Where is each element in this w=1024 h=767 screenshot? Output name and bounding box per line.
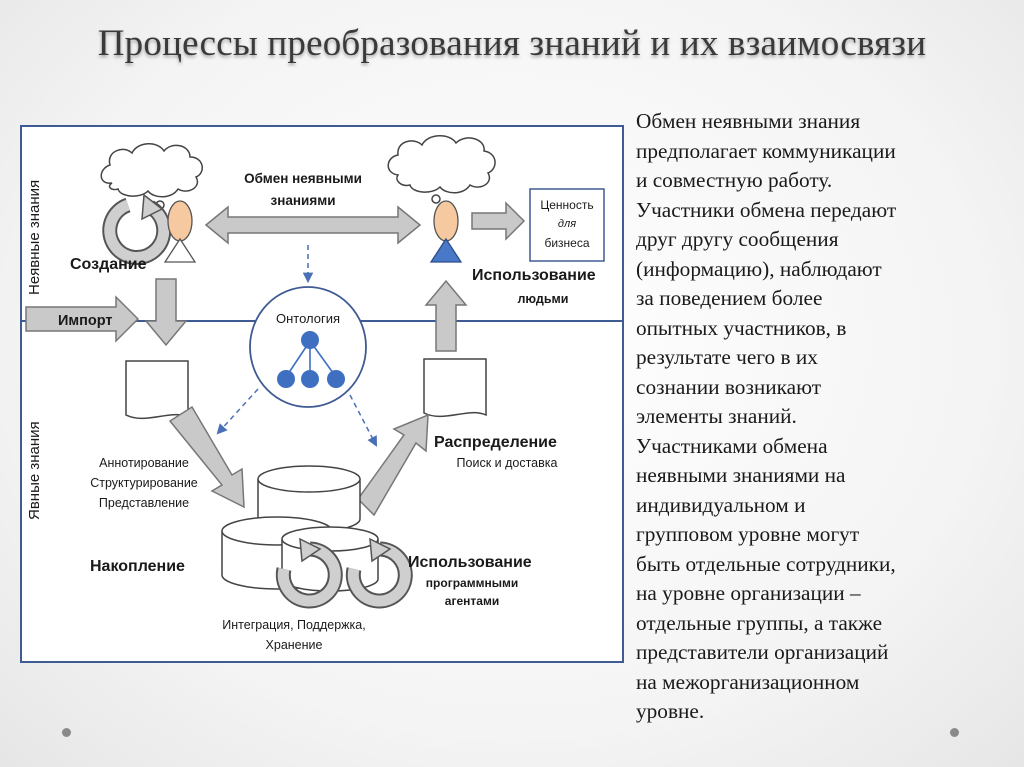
diagram-canvas: Неявные знания Явные знания (20, 125, 624, 663)
description-line: и совместную работу. (636, 168, 833, 192)
description-line: индивидуальном и (636, 492, 806, 517)
document-icon-right (423, 358, 487, 418)
description-line: сознании возникают (636, 374, 822, 399)
description-line: Обмен неявными знания (636, 109, 861, 133)
value-label-line2: для (558, 218, 576, 230)
usage-people-label-line1: Использование (472, 267, 596, 284)
slide-dot-right (950, 728, 959, 737)
description-line: предполагает коммуникации (636, 138, 896, 163)
arrow-distribution-diagonal (357, 413, 429, 517)
knowledge-process-diagram: Неявные знания Явные знания (20, 125, 624, 665)
slide-title: Процессы преобразования знаний и их взаи… (97, 23, 927, 64)
annotation-label-line3: Представление (99, 496, 189, 510)
description-line: отдельные группы, а также (636, 610, 883, 635)
description-line: быть отдельные сотрудники, (636, 551, 896, 576)
business-value-box (529, 188, 605, 262)
import-arrow (25, 295, 140, 343)
exchange-label-line1: Обмен неявными (244, 171, 362, 186)
usage-people-label-line2: людьми (517, 292, 568, 306)
description-line: результате чего в их (636, 345, 818, 369)
agent-cycle-icon-left (275, 537, 343, 609)
integration-label-line2: Хранение (266, 638, 323, 652)
arrow-to-value (471, 201, 526, 241)
description-line: Участниками обмена (636, 433, 828, 458)
arrow-creation-down (144, 278, 188, 347)
usage-agents-label-line3: агентами (445, 594, 499, 608)
usage-agents-label-line2: программными (426, 576, 518, 590)
description-line: (информацию), наблюдают (636, 256, 882, 281)
distribution-label: Распределение (434, 434, 557, 451)
description-line: на уровне организации – (636, 581, 861, 605)
description-line: друг другу сообщения (636, 227, 839, 251)
creation-cycle-icon (102, 193, 172, 265)
creation-label: Создание (70, 256, 147, 273)
document-icon-left (125, 360, 189, 420)
ontology-tree-icon (277, 331, 345, 388)
zone-label-tacit: Неявные знания (26, 180, 43, 295)
slide-dot-left (62, 728, 71, 737)
ontology-label: Онтология (276, 311, 340, 326)
dashed-link-ontology-left (216, 388, 259, 435)
description-line: за поведением более (636, 286, 823, 310)
person-icon-left (163, 200, 197, 263)
description-line: опытных участников, в (636, 315, 847, 340)
description-line: неявными знаниями на (636, 463, 846, 487)
zone-label-explicit: Явные знания (26, 421, 43, 520)
usage-agents-label-line1: Использование (408, 554, 532, 571)
arrow-usage-up (424, 279, 468, 352)
import-label: Импорт (58, 313, 113, 329)
dashed-link-ontology-right (349, 394, 377, 447)
integration-label-line1: Интеграция, Поддержка, (222, 618, 365, 632)
distribution-sub-label: Поиск и доставка (457, 456, 558, 470)
annotation-label-line1: Аннотирование (99, 456, 189, 470)
arrow-annotation-diagonal (168, 405, 245, 509)
description-paragraph: Обмен неявными знания предполагает комму… (636, 107, 1016, 727)
description-line: Участники обмена передают (636, 197, 897, 222)
description-line: элементы знаний. (636, 404, 797, 428)
exchange-label-line2: знаниями (271, 193, 336, 208)
person-icon-right (429, 200, 463, 263)
annotation-label-line2: Структурирование (90, 476, 198, 490)
value-label-line3: бизнеса (544, 236, 589, 250)
exchange-double-arrow (204, 205, 422, 245)
accumulation-label: Накопление (90, 558, 185, 575)
description-line: уровне. (636, 699, 705, 723)
agent-cycle-icon-right (345, 537, 413, 609)
description-line: представители организаций (636, 640, 889, 664)
description-line: групповом уровне могут (636, 522, 860, 546)
description-line: на межорганизационном (636, 669, 860, 694)
value-label-line1: Ценность (540, 198, 593, 212)
